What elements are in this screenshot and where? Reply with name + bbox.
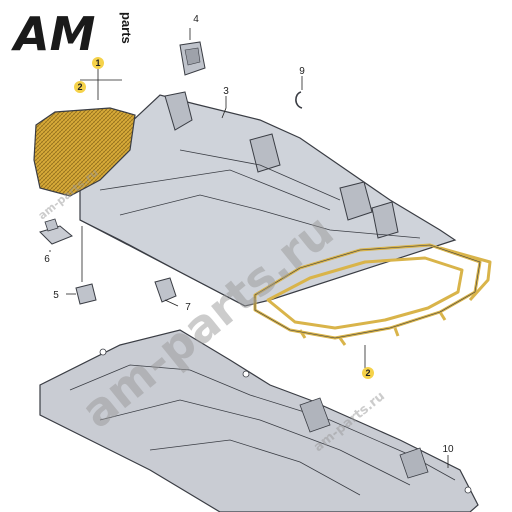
seat-cushion-part-3: [79, 91, 457, 307]
callout-4-label: 4: [193, 14, 199, 25]
callout-2-top: 2: [74, 81, 86, 93]
callout-1: 1: [92, 57, 104, 69]
seat-pad-part-1: [33, 107, 136, 197]
callout-1-label: 1: [95, 58, 100, 68]
clip-part-4: [179, 41, 206, 76]
clip-part-7: [154, 277, 177, 303]
callout-6-label: 6: [44, 254, 50, 265]
wire-frame-part-2: [253, 243, 492, 346]
callout-10-label: 10: [442, 444, 454, 455]
logo-letters: AM: [11, 7, 95, 61]
clip-part-9: [295, 91, 303, 109]
bracket-part-6: [39, 218, 73, 245]
callout-9-label: 9: [299, 66, 305, 77]
callout-2-bottom-label: 2: [365, 368, 370, 378]
callout-3-label: 3: [223, 86, 229, 97]
callout-5-label: 5: [53, 290, 59, 301]
seat-tray-part-10: [39, 329, 479, 512]
leader-lines: [49, 28, 449, 468]
am-parts-logo: AM parts: [11, 7, 134, 61]
callout-2-top-label: 2: [77, 82, 82, 92]
callout-2-bottom: 2: [362, 367, 374, 379]
callout-7-label: 7: [185, 302, 191, 313]
clip-part-5: [75, 283, 97, 305]
logo-side-text: parts: [119, 12, 134, 44]
